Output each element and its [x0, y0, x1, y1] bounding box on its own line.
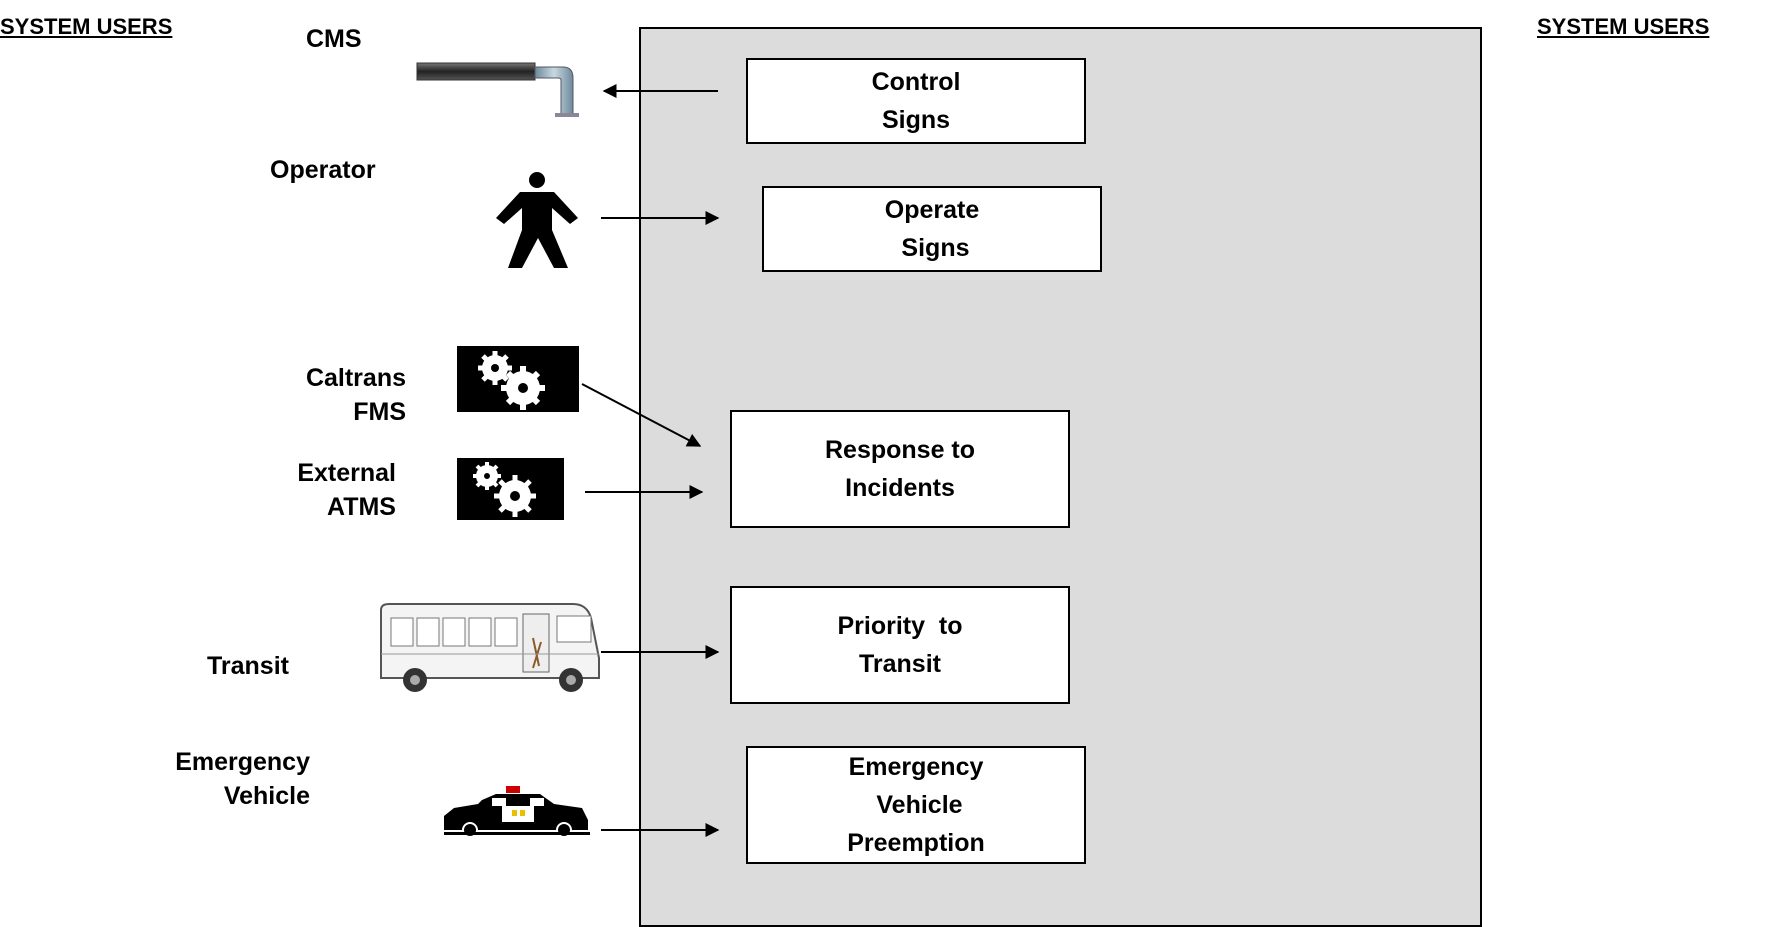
actor-label-cms: CMS — [306, 25, 362, 53]
person-icon — [496, 172, 578, 268]
actor-label-emergency-vehicle: Emergency Vehicle — [175, 748, 310, 810]
system-users-header-left: SYSTEM USERS — [0, 14, 173, 39]
use-case-priority-to-transit: Priority to Transit — [730, 586, 1070, 704]
system-users-header-right: SYSTEM USERS — [1537, 14, 1710, 39]
bus-icon — [380, 603, 600, 692]
actor-label-transit: Transit — [207, 652, 289, 680]
police-car-icon — [444, 786, 590, 836]
actor-label-external-atms: External ATMS — [297, 459, 396, 521]
actor-label-operator: Operator — [270, 156, 376, 184]
use-case-operate-signs: Operate Signs — [762, 186, 1102, 272]
gears-icon — [457, 346, 579, 412]
use-case-emergency-vehicle-preemption: Emergency Vehicle Preemption — [746, 746, 1086, 864]
use-case-control-signs: Control Signs — [746, 58, 1086, 144]
gears-icon — [457, 458, 564, 520]
actor-label-caltrans-fms: Caltrans FMS — [305, 364, 406, 426]
use-case-response-to-incidents: Response to Incidents — [730, 410, 1070, 528]
changeable-message-sign-icon — [416, 62, 579, 117]
